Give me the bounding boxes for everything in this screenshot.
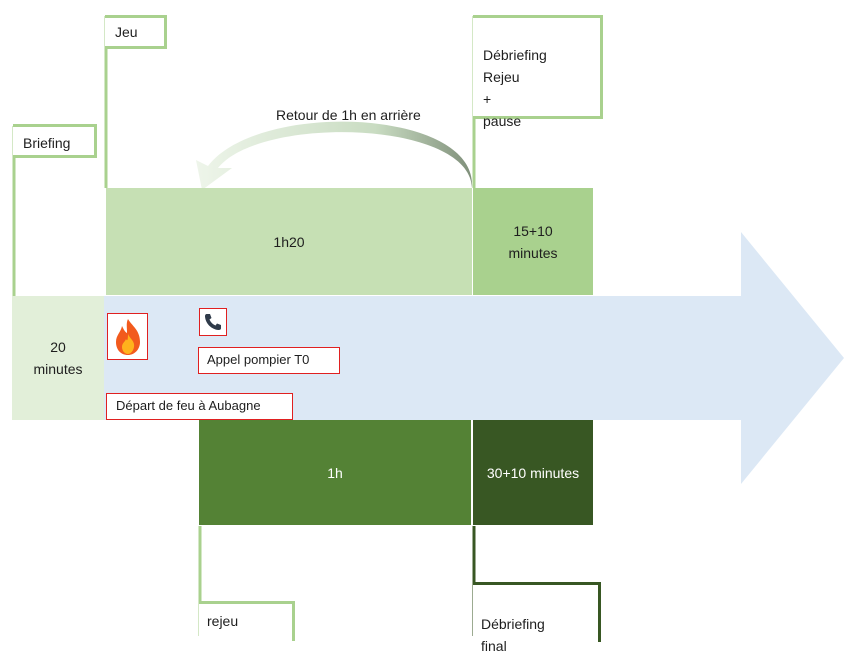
appel-event-label: Appel pompier T0 [207, 352, 310, 367]
briefing-label: Briefing [23, 135, 71, 151]
replay-block: 1h [199, 420, 471, 525]
final-block: 30+10 minutes [473, 420, 593, 525]
phone-event-box [199, 308, 227, 336]
debriefing-rejeu-label-box: Débriefing Rejeu + pause [473, 15, 603, 129]
debriefing-final-label: Débriefing final [481, 616, 545, 654]
briefing-block: 20 minutes [12, 296, 104, 420]
debrief-block: 15+10 minutes [473, 188, 593, 295]
fire-event-box [107, 313, 148, 360]
jeu-label-box: Jeu [105, 15, 167, 49]
game-block: 1h20 [106, 188, 472, 295]
briefing-duration: 20 minutes [33, 339, 83, 377]
debriefing-rejeu-label: Débriefing Rejeu + pause [483, 47, 547, 129]
depart-event-label: Départ de feu à Aubagne [116, 398, 261, 413]
rejeu-label: rejeu [207, 613, 239, 629]
fire-icon [115, 318, 140, 355]
final-duration: 30+10 minutes [486, 464, 580, 481]
rejeu-label-box: rejeu [199, 601, 295, 641]
debriefing-final-label-box: Débriefing final [473, 582, 601, 654]
phone-icon [205, 314, 221, 330]
replay-duration: 1h [327, 464, 343, 481]
debrief-duration: 15+10 minutes [508, 222, 558, 261]
appel-event-label-box: Appel pompier T0 [198, 347, 340, 374]
jeu-label: Jeu [115, 24, 138, 40]
briefing-label-box: Briefing [13, 124, 97, 158]
game-duration: 1h20 [273, 233, 305, 250]
depart-event-label-box: Départ de feu à Aubagne [106, 393, 293, 420]
return-label: Retour de 1h en arrière [276, 107, 421, 123]
return-arrow [196, 121, 473, 190]
